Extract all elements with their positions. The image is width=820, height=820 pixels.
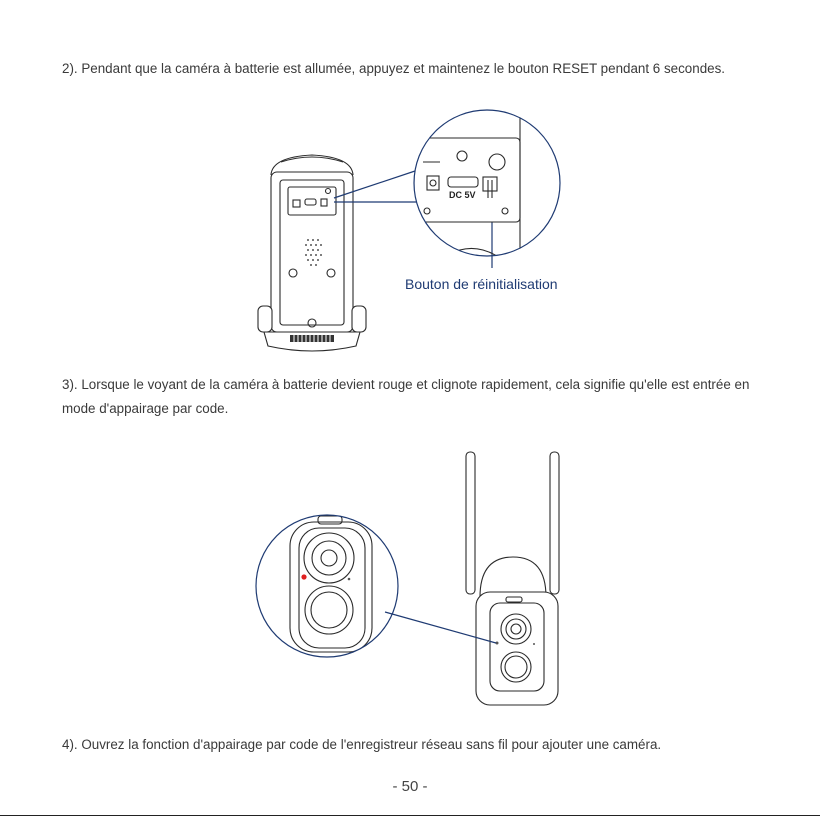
reset-button-label: Bouton de réinitialisation <box>405 276 558 292</box>
dc-5v-label: DC 5V <box>449 190 476 200</box>
page-number: - 50 - <box>392 778 428 795</box>
camera-front-body <box>465 451 560 706</box>
step-2-text: 2). Pendant que la caméra à batterie est… <box>62 61 726 76</box>
step-3-text: 3). Lorsque le voyant de la caméra à bat… <box>62 377 750 416</box>
led-callout-line-lower <box>384 611 497 644</box>
zoom-led <box>255 514 399 658</box>
red-led-indicator <box>301 574 307 580</box>
camera-back-body <box>257 154 367 352</box>
step-4-text: 4). Ouvrez la fonction d'appairage par c… <box>62 737 662 752</box>
zoom-port-panel <box>413 109 561 257</box>
speaker-grille <box>305 239 322 266</box>
bottom-rule <box>0 815 820 816</box>
callout-line-upper <box>333 169 419 199</box>
